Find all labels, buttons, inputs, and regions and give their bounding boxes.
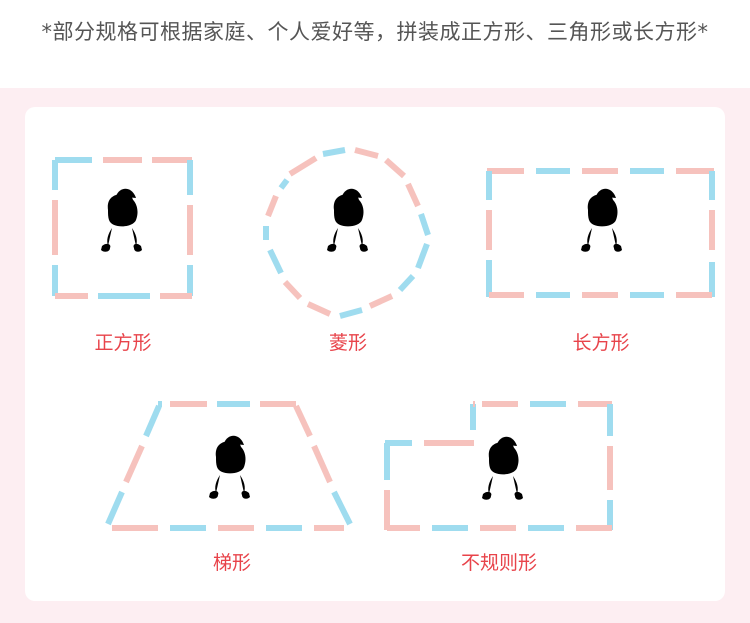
label-rectangle: 长方形 [572,332,630,354]
baby-doll-icon [581,188,622,252]
page-heading: *部分规格可根据家庭、个人爱好等，拼装成正方形、三角形或长方形* [41,20,709,44]
irregular-outline [384,401,613,531]
trapezoid-outline [105,401,353,531]
label-rhombus: 菱形 [328,332,368,354]
label-square: 正方形 [94,332,152,354]
rectangle-outline [486,168,715,298]
baby-doll-icon [101,188,142,252]
baby-doll-icon [209,435,250,499]
baby-doll-icon [482,436,523,500]
baby-doll-icon [327,188,368,252]
square-outline [52,157,193,299]
rhombus-outline [263,147,431,319]
label-trapezoid: 梯形 [212,552,252,574]
label-irregular: 不规则形 [460,552,538,574]
